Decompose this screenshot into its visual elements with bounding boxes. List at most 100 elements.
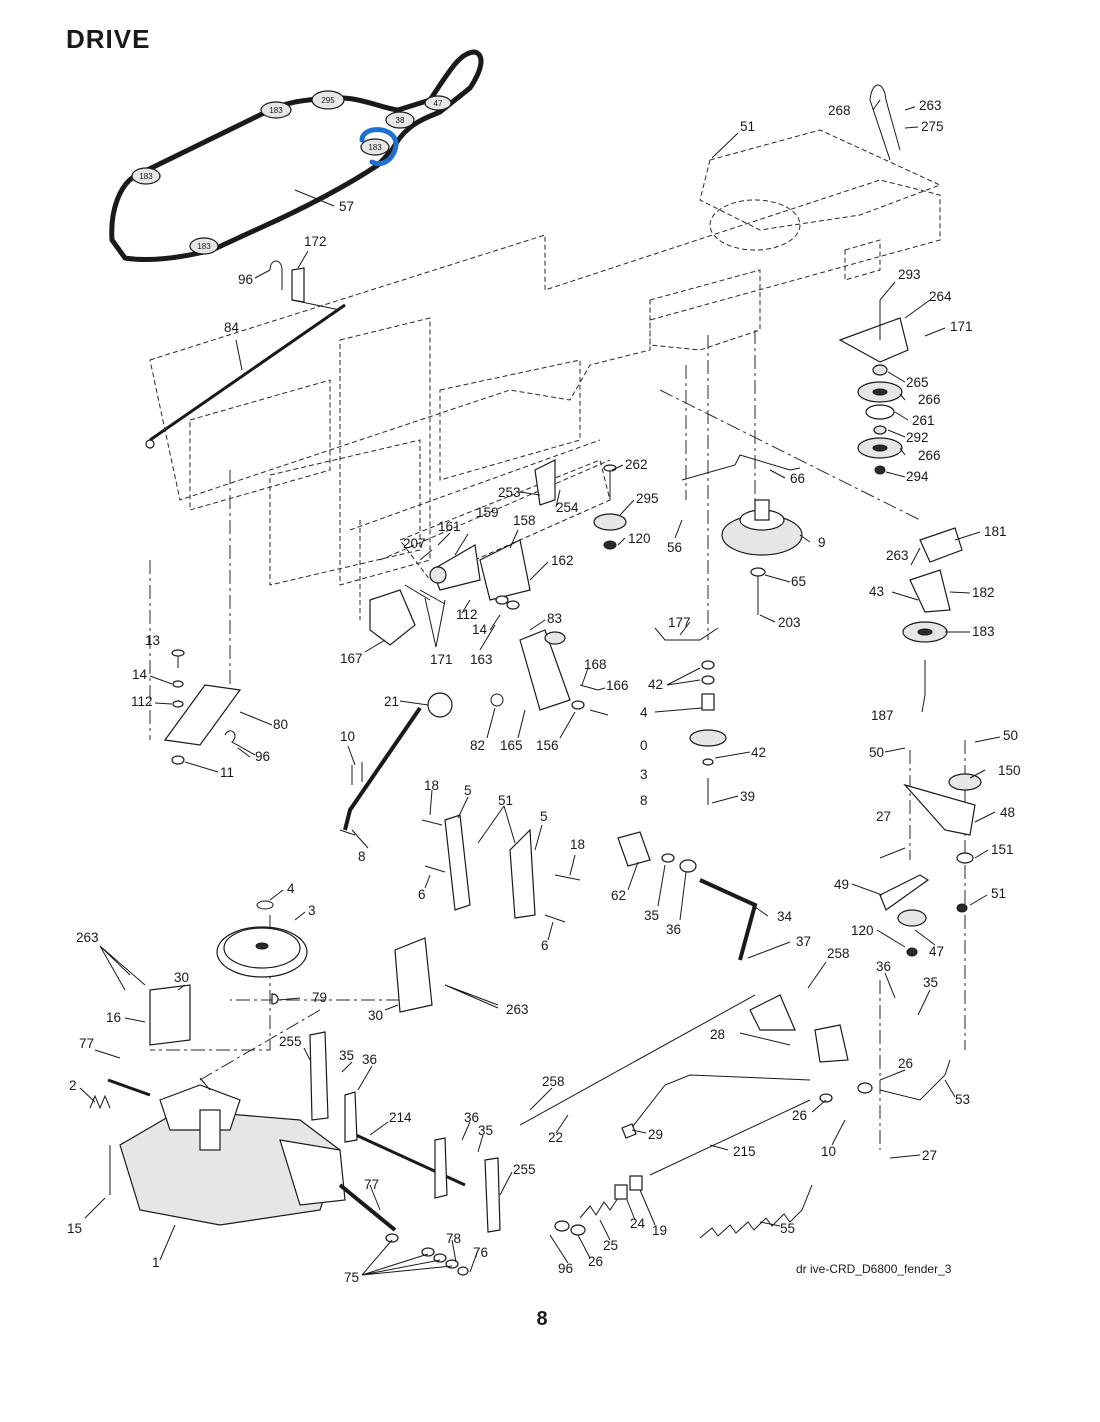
page-number: 8 — [536, 1308, 548, 1330]
wire-66 — [681, 454, 801, 481]
bracket-182 — [909, 569, 951, 613]
callout: 266 — [918, 448, 941, 463]
callout: 13 — [145, 633, 160, 648]
callout: 295 — [636, 491, 659, 506]
callout: 266 — [918, 392, 941, 407]
callout: 27 — [922, 1148, 937, 1163]
callout: 43 — [869, 584, 884, 599]
callout: 51 — [740, 119, 755, 134]
callout: 25 — [603, 1238, 618, 1253]
callout: 16 — [106, 1010, 121, 1025]
callout: 26 — [588, 1254, 603, 1269]
bracket-48 — [903, 783, 976, 836]
belt-pulley-183-a: 183 — [260, 101, 292, 119]
callout: 21 — [384, 694, 399, 709]
page-title: DRIVE — [66, 24, 151, 54]
callout: 120 — [851, 923, 874, 938]
callout: 57 — [339, 199, 354, 214]
callout: 162 — [551, 553, 574, 568]
callout: 27 — [876, 809, 891, 824]
callout: 28 — [710, 1027, 725, 1042]
callout: 29 — [648, 1127, 663, 1142]
rod-215 — [649, 1099, 811, 1176]
callout: 187 — [871, 708, 894, 723]
callout: 203 — [778, 615, 801, 630]
pulley-295 — [593, 513, 627, 531]
callout: 35 — [923, 975, 938, 990]
callout: 42 — [648, 677, 663, 692]
callout: 3 — [308, 903, 316, 918]
drive-rod — [149, 303, 346, 442]
callout: 62 — [611, 888, 626, 903]
belt-pulley-tag: 183 — [139, 172, 153, 181]
callout: 96 — [558, 1261, 573, 1276]
knob — [427, 692, 453, 718]
callout: 254 — [556, 500, 579, 515]
belt-pulley-tag: 38 — [396, 116, 405, 125]
callout: 26 — [792, 1108, 807, 1123]
spring-177 — [654, 627, 719, 641]
callout: 253 — [498, 485, 521, 500]
callout: 9 — [818, 535, 826, 550]
callout: 171 — [950, 319, 973, 334]
callout: 50 — [869, 745, 884, 760]
callout: 171 — [430, 652, 453, 667]
callout: 215 — [733, 1144, 756, 1159]
callout: 79 — [312, 990, 327, 1005]
bracket-181 — [919, 527, 963, 563]
callout: 22 — [548, 1130, 563, 1145]
callout: 214 — [389, 1110, 412, 1125]
linkage-34 — [699, 878, 758, 961]
callout: 268 — [828, 103, 851, 118]
belt-pulley-tag: 183 — [269, 106, 283, 115]
belt-pulley-295: 295 — [311, 90, 345, 110]
callout: 4 — [640, 705, 648, 720]
callout: 53 — [955, 1092, 970, 1107]
washer — [872, 364, 888, 376]
callout: 83 — [547, 611, 562, 626]
callout: 36 — [464, 1110, 479, 1125]
callout: 18 — [570, 837, 585, 852]
callout: 49 — [834, 877, 849, 892]
callout: 75 — [344, 1270, 359, 1285]
bushing-62 — [617, 831, 651, 867]
pin-27 — [879, 847, 906, 859]
callout: 5 — [540, 809, 548, 824]
belt-pulley-47: 47 — [424, 95, 452, 111]
callout: 151 — [991, 842, 1014, 857]
callout: 76 — [473, 1245, 488, 1260]
callout: 120 — [628, 531, 651, 546]
callout: 55 — [780, 1221, 795, 1236]
callout: 166 — [606, 678, 629, 693]
hairpin-clip — [269, 260, 283, 290]
callout: 14 — [472, 622, 488, 637]
callout: 2 — [69, 1078, 77, 1093]
callout: 82 — [470, 738, 485, 753]
callout: 77 — [79, 1036, 94, 1051]
rod-28 — [629, 1074, 811, 1131]
callout: 15 — [67, 1221, 82, 1236]
callout-labels: 57 51 268 263 275 172 96 84 293 264 171 … — [67, 98, 1021, 1285]
highlight-mark — [359, 127, 399, 167]
callout: 96 — [238, 272, 253, 287]
belt-pulley-183-highlighted: 183 — [359, 127, 399, 167]
callout: 182 — [972, 585, 995, 600]
leader-lines — [79, 99, 1001, 1276]
belt-pulley-tag: 183 — [197, 242, 211, 251]
callout: 18 — [424, 778, 439, 793]
spring-25 — [579, 1197, 619, 1219]
callout: 14 — [132, 667, 148, 682]
callout: 84 — [224, 320, 240, 335]
callout: 177 — [668, 615, 691, 630]
callout: 35 — [478, 1123, 493, 1138]
bracket-30b — [394, 937, 433, 1013]
callout: 6 — [418, 887, 426, 902]
bracket-30a — [149, 984, 191, 1046]
callout: 275 — [921, 119, 944, 134]
bracket-49 — [879, 874, 930, 911]
bracket-165 — [519, 629, 571, 711]
callout: 181 — [984, 524, 1007, 539]
transaxle — [107, 1078, 397, 1232]
callout: 255 — [279, 1034, 302, 1049]
callout: 263 — [76, 930, 99, 945]
